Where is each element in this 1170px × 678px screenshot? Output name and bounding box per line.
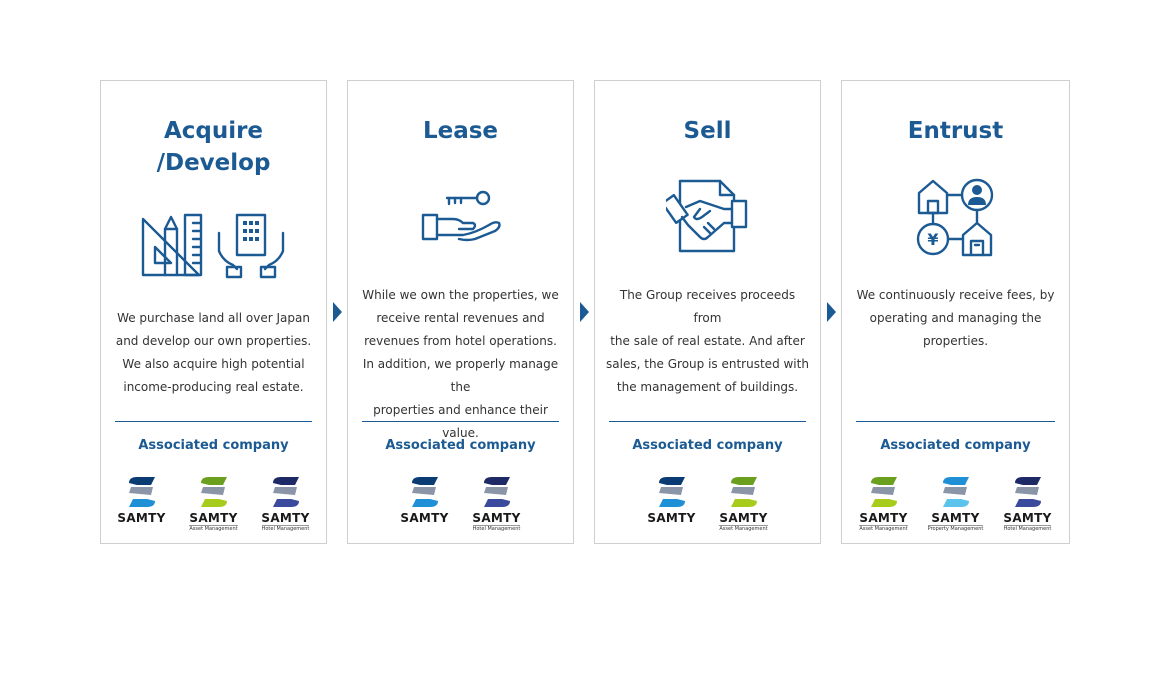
samty-hotel-management-logo: SAMTY Hotel Management	[470, 475, 524, 533]
card-title-line-1: Entrust	[907, 118, 1004, 144]
card-acquire-develop: Acquire /Develop	[100, 80, 327, 544]
card-description: We continuously receive fees, by operati…	[856, 288, 1055, 348]
flow-arrow-icon	[580, 302, 589, 322]
card-sell: Sell The Group receives proceeds from th…	[594, 80, 821, 544]
samty-mark-icon	[870, 477, 897, 507]
yen-symbol: ¥	[927, 230, 938, 249]
samty-property-management-logo: SAMTY Property Management	[927, 475, 984, 533]
card-title-line-2: /Develop	[156, 150, 271, 176]
key-on-hand-icon	[348, 189, 573, 243]
card-title: Lease	[348, 115, 573, 147]
samty-mark-icon	[1014, 477, 1041, 507]
flow-arrow-icon	[333, 302, 342, 322]
flow-arrow-icon	[827, 302, 836, 322]
divider	[856, 421, 1055, 422]
samty-asset-management-logo: SAMTY Asset Management	[717, 475, 771, 533]
samty-logo: SAMTY	[115, 475, 169, 533]
divider	[115, 421, 312, 422]
associated-company-label: Associated company	[880, 438, 1031, 453]
card-title: Entrust	[842, 115, 1069, 147]
samty-mark-icon	[942, 477, 969, 507]
card-title-line-1: Acquire	[163, 118, 264, 144]
samty-logo: SAMTY	[645, 475, 699, 533]
card-lease: Lease While we own the properties, we re…	[347, 80, 574, 544]
company-logos: SAMTY SAMTY Asset Management	[595, 475, 820, 533]
card-title-line-1: Sell	[683, 118, 732, 144]
samty-mark-icon	[483, 477, 510, 507]
card-title: Sell	[595, 115, 820, 147]
card-entrust: Entrust ¥ We continuously receive fees, …	[841, 80, 1070, 544]
associated-company-label: Associated company	[385, 438, 536, 453]
samty-asset-management-logo: SAMTY Asset Management	[187, 475, 241, 533]
divider	[609, 421, 806, 422]
samty-mark-icon	[658, 477, 685, 507]
company-logos: SAMTY SAMTY Asset Management SAMTY Hotel…	[101, 475, 326, 533]
samty-mark-icon	[730, 477, 757, 507]
samty-mark-icon	[272, 477, 299, 507]
samty-logo: SAMTY	[398, 475, 452, 533]
samty-mark-icon	[411, 477, 438, 507]
card-description: We purchase land all over Japan and deve…	[115, 311, 312, 394]
samty-asset-management-logo: SAMTY Asset Management	[857, 475, 911, 533]
samty-mark-icon	[200, 477, 227, 507]
card-description: While we own the properties, we receive …	[362, 288, 559, 440]
samty-hotel-management-logo: SAMTY Hotel Management	[259, 475, 313, 533]
handshake-contract-icon	[595, 179, 820, 255]
company-logos: SAMTY Asset Management SAMTY Property Ma…	[842, 475, 1069, 533]
planning-tools-and-building-in-hands-icon	[101, 211, 326, 279]
divider	[362, 421, 559, 422]
associated-company-label: Associated company	[632, 438, 783, 453]
card-description: The Group receives proceeds from the sal…	[606, 288, 809, 394]
card-title-line-1: Lease	[422, 118, 499, 144]
associated-company-label: Associated company	[138, 438, 289, 453]
company-logos: SAMTY SAMTY Hotel Management	[348, 475, 573, 533]
card-title: Acquire /Develop	[101, 115, 326, 179]
samty-hotel-management-logo: SAMTY Hotel Management	[1001, 475, 1055, 533]
property-management-network-icon: ¥	[842, 177, 1069, 257]
samty-mark-icon	[128, 477, 155, 507]
